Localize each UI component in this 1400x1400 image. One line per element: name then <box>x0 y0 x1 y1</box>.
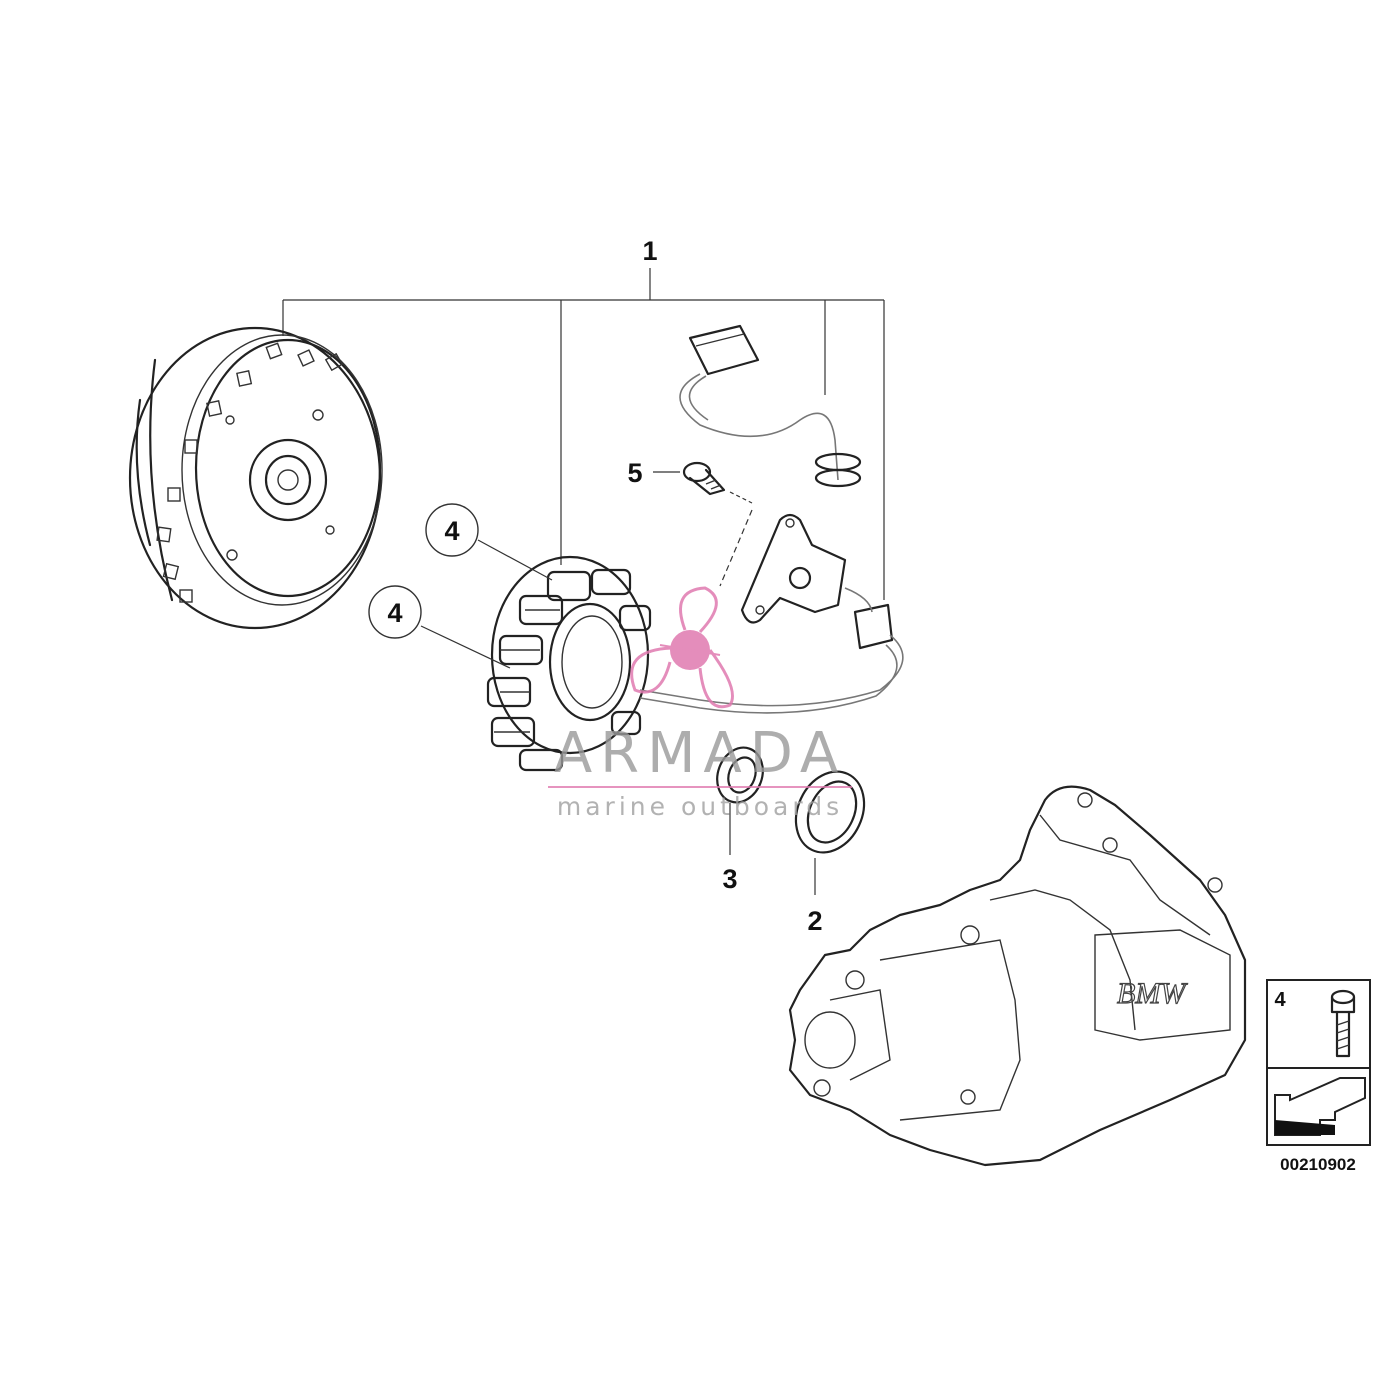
rotor-flywheel <box>128 326 383 630</box>
legend-bolt-icon <box>1330 989 1356 1058</box>
watermark-title: ARMADA <box>554 721 846 786</box>
seal-ring-part-2 <box>794 770 866 895</box>
housing-logo-text: BMW <box>1117 977 1188 1010</box>
callout-1: 1 <box>642 236 657 266</box>
callout-4a-bubble <box>425 503 553 581</box>
leader-5 <box>653 471 753 587</box>
watermark-logo-icon <box>630 586 734 709</box>
callout-4a: 4 <box>444 516 459 546</box>
legend-arrow-icon <box>1274 1077 1366 1136</box>
callout-3: 3 <box>722 864 737 894</box>
callout-2: 2 <box>807 906 822 936</box>
seal-ring-part-3 <box>716 746 764 855</box>
bolt-part-5 <box>682 461 726 496</box>
watermark-subtitle: marine outboards <box>557 792 843 821</box>
diagram-code: 00210902 <box>1280 1155 1356 1174</box>
wiring-harness <box>639 324 904 714</box>
callout-4b: 4 <box>387 598 402 628</box>
legend-item-number: 4 <box>1274 989 1286 1011</box>
stator <box>486 555 652 772</box>
callout-5: 5 <box>627 458 642 488</box>
engine-cover-housing <box>788 785 1247 1167</box>
callout-4b-bubble <box>368 585 511 669</box>
callout-1-bracket <box>282 268 885 600</box>
